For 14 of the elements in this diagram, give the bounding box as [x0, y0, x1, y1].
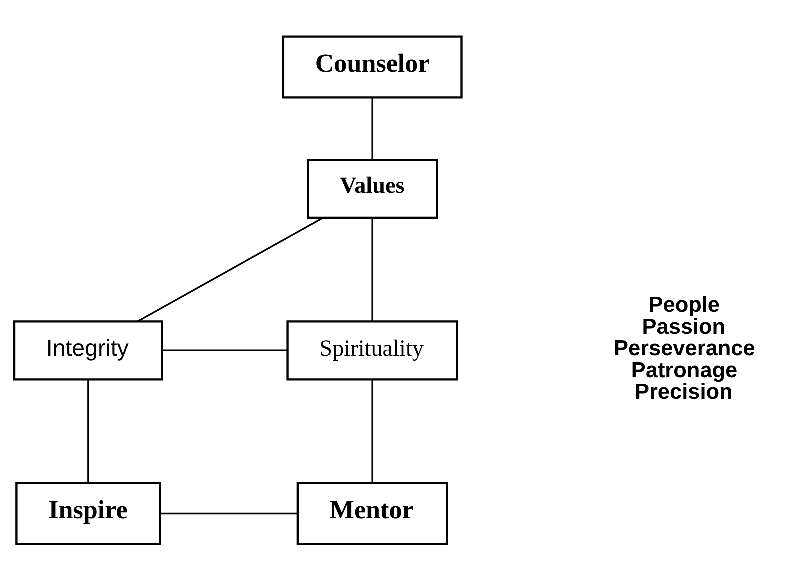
connector — [88, 380, 90, 484]
connector — [137, 217, 324, 322]
connector — [162, 350, 288, 352]
node-box: Mentor — [296, 482, 448, 546]
node-box: Spirituality — [286, 320, 458, 381]
node-box: Counselor — [282, 36, 463, 99]
node-box: Integrity — [13, 320, 164, 381]
node-box: Inspire — [16, 482, 162, 546]
connector — [372, 98, 374, 160]
label: People — [648, 292, 720, 318]
connector — [160, 512, 298, 515]
connector — [372, 218, 374, 322]
connector — [372, 380, 374, 484]
node-box: Values — [307, 158, 438, 220]
